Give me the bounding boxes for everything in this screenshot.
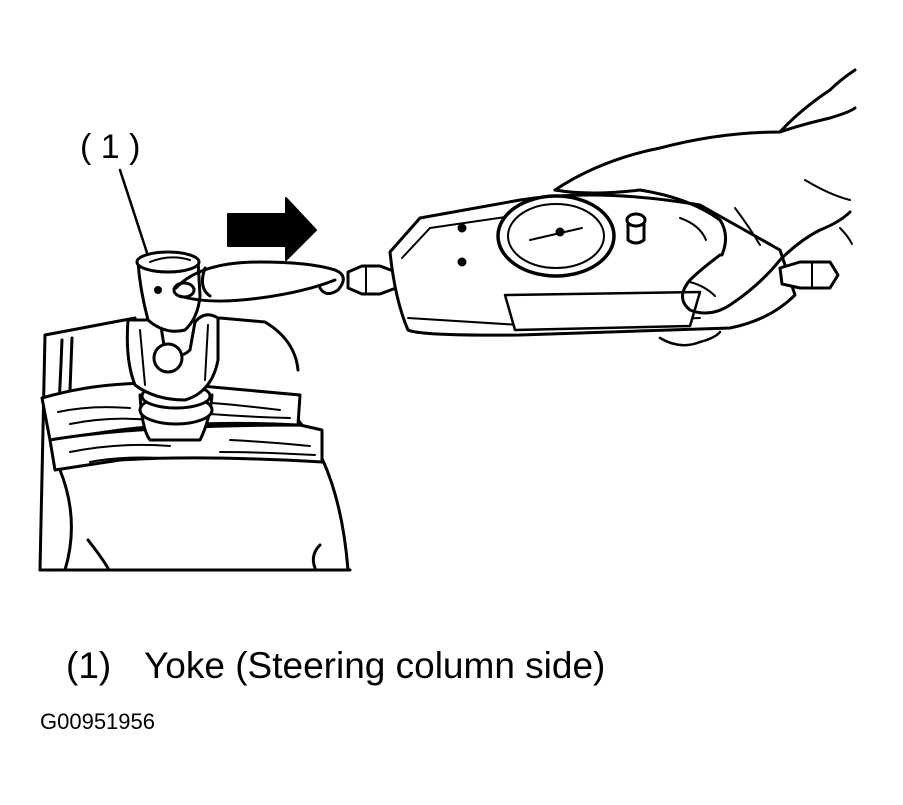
figure-id: G00951956 [40, 709, 155, 734]
wire-hook [174, 260, 345, 303]
legend-number: (1) [66, 645, 112, 686]
spring-scale-icon [346, 193, 840, 347]
legend-text: Yoke (Steering column side) [144, 645, 606, 686]
pull-direction-arrow-icon [227, 197, 317, 261]
hand-icon [553, 68, 857, 315]
legend-item-1: (1) Yoke (Steering column side) [66, 644, 605, 688]
callout-leader-line [118, 168, 152, 264]
steering-shaft [138, 382, 214, 442]
scale-dial [496, 194, 616, 278]
yoke-icon [125, 250, 220, 402]
callout-label: ( 1 ) [80, 128, 140, 166]
